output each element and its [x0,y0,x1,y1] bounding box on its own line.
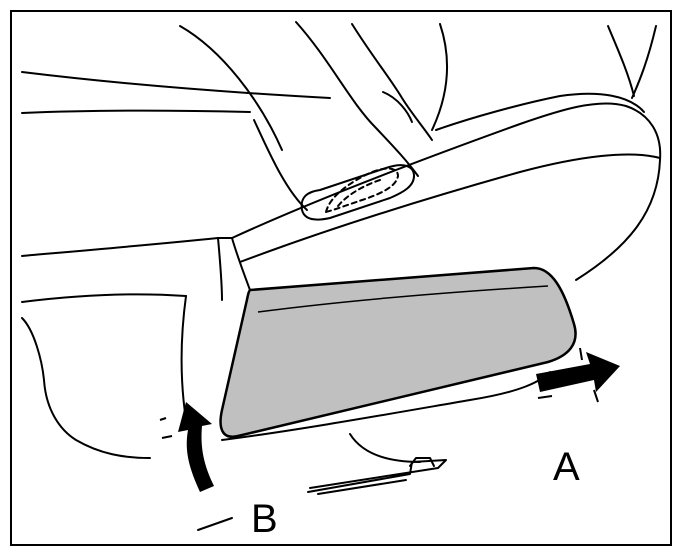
panel-crease [257,285,549,313]
backrest-right-edge [607,25,635,97]
arrow-a-tick-1 [537,395,553,399]
arrow-b-tick-1 [161,435,173,439]
arrow-a-tick-2 [579,347,583,361]
arrow-b-body [178,402,214,492]
rail-clip [409,457,435,467]
seat-cushion-front [231,237,251,291]
cushion-line-mid [21,109,251,114]
seat-cushion-top [231,102,662,281]
seat-cushion-inner [435,92,645,131]
lift-arrow [159,402,214,492]
figure-frame [10,10,672,546]
callout-label-b: B [251,497,278,541]
seat-frame-curve [349,433,421,463]
strap-handle-stitch [325,167,399,213]
seat-frame-lower [221,371,551,441]
body-panel-pocket [21,317,151,459]
curved-backrest-edge [179,25,283,151]
body-panel-lower [180,295,187,421]
cushion-line-top [21,71,331,99]
shaded-side-panel [219,266,577,439]
body-panel-top [21,237,233,257]
arrow-a-body [536,352,620,392]
arrow-a-tick-3 [593,389,599,403]
lower-dash [197,517,233,531]
arrow-b-tick-2 [159,417,167,421]
seat-cushion-side-line [239,153,661,263]
strap-outline-right [351,23,433,141]
callout-label-a: A [553,445,580,489]
backrest-inner-curve [431,23,448,131]
strap-outline-left [295,21,419,177]
strap-handle-stitch-inner [337,179,381,207]
strap-crease [382,91,413,123]
rail-bar-inner [317,479,407,495]
rail-bar [307,459,447,493]
body-panel-rib [21,293,187,303]
slide-arrow [536,347,620,403]
body-panel-step [217,237,223,301]
backrest-right-edge-2 [631,25,657,99]
curved-strap-edge-left [253,119,308,211]
strap-tab [300,164,415,221]
